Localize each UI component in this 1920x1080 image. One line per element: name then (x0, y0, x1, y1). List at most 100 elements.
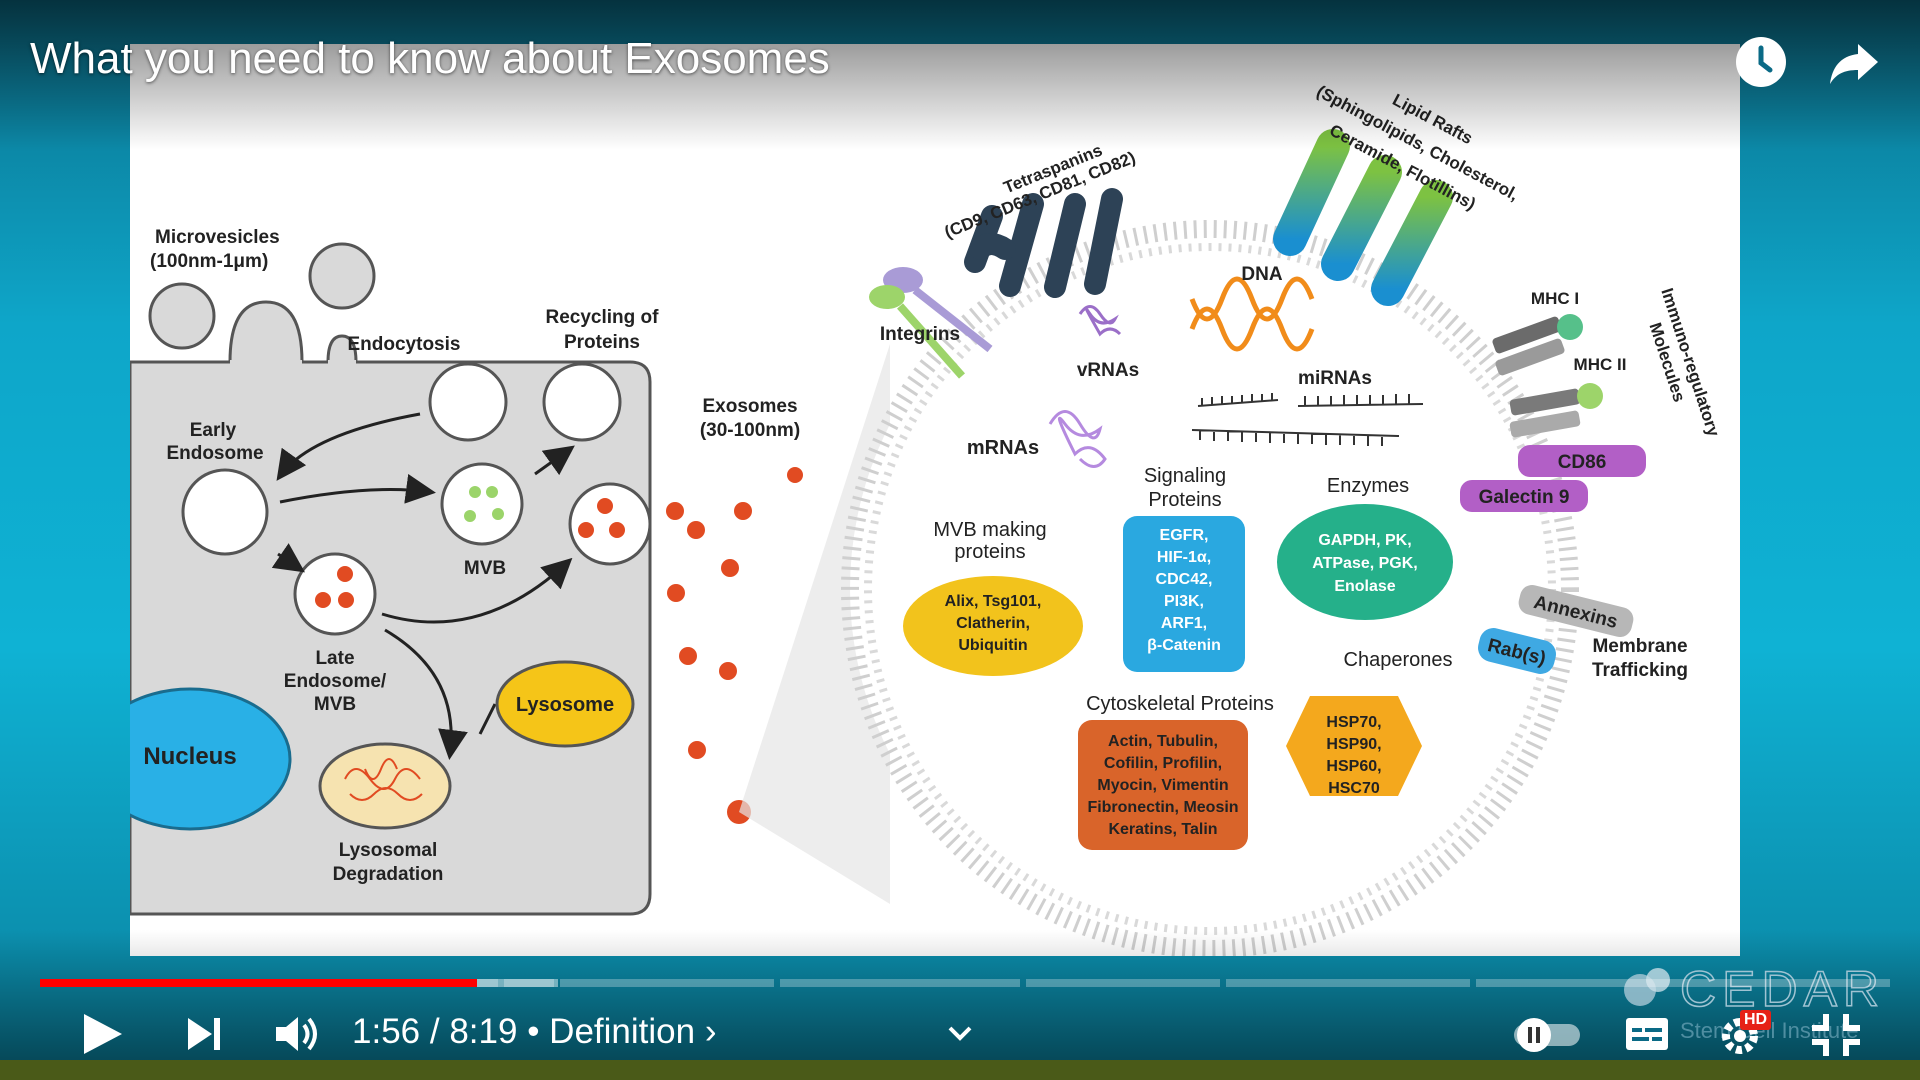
label-microvesicles: Microvesicles (155, 227, 280, 248)
endocytosis-vesicle (428, 362, 508, 442)
label-membrane-2: Trafficking (1592, 660, 1688, 681)
label-mhc1: MHC I (1531, 289, 1579, 308)
label-mvb-making-2: proteins (954, 541, 1025, 563)
settings-button[interactable]: HD (1716, 1006, 1772, 1062)
releasing-mvb (568, 482, 652, 566)
autoplay-toggle[interactable] (1510, 1006, 1586, 1062)
chevron-down-icon (948, 1026, 972, 1041)
lysosomal-degradation (318, 742, 452, 830)
cytoskeletal-item: Cofilin, Profilin, (1104, 755, 1222, 772)
label-exosomes: Exosomes (702, 396, 797, 417)
chapters-toggle-button[interactable] (944, 1006, 976, 1062)
play-icon (84, 1014, 122, 1054)
chapter-segment[interactable] (560, 979, 774, 987)
label-exosomes-size: (30-100nm) (700, 420, 800, 441)
budding-vesicle (228, 300, 304, 363)
exit-fullscreen-icon (1812, 1014, 1860, 1056)
label-chaperones: Chaperones (1344, 649, 1453, 671)
volume-button[interactable] (272, 1006, 324, 1062)
exit-fullscreen-button[interactable] (1810, 1006, 1862, 1062)
label-mirnas: miRNAs (1298, 368, 1372, 389)
exosome-diagram: Microvesicles (100nm-1μm) Endocytosis Re… (130, 82, 1723, 956)
chaperone-item: HSP70, (1326, 714, 1381, 731)
cytoskeletal-box (1078, 720, 1248, 850)
skip-next-icon (188, 1018, 220, 1050)
label-dna: DNA (1241, 264, 1282, 285)
total-time: 8:19 (449, 1012, 518, 1051)
label-mrnas: mRNAs (967, 437, 1039, 459)
rab-pill (1478, 628, 1556, 674)
label-enzymes: Enzymes (1327, 475, 1409, 497)
share-arrow-icon (1830, 44, 1878, 84)
mvb-vesicle (440, 462, 524, 546)
mvb-item: Ubiquitin (958, 637, 1027, 654)
chapter-segment[interactable] (780, 979, 1020, 987)
lysosome (495, 660, 635, 748)
cytoskeletal-item: Myocin, Vimentin (1097, 777, 1228, 794)
label-nucleus: Nucleus (143, 743, 236, 770)
time-display: 1:56 / 8:19 • Definition › (352, 1012, 716, 1052)
enzyme-item: Enolase (1334, 578, 1395, 595)
label-mhc2: MHC II (1574, 355, 1627, 374)
label-galectin: Galectin 9 (1479, 487, 1570, 508)
galectin-pill (1460, 480, 1588, 512)
clock-icon (1736, 37, 1786, 87)
play-button[interactable] (78, 1006, 128, 1062)
mvb-item: Alix, Tsg101, (945, 593, 1042, 610)
next-button[interactable] (180, 1006, 230, 1062)
label-early-endosome-1: Early (190, 420, 237, 441)
mrna-shape (1048, 410, 1107, 468)
microvesicle (308, 242, 376, 310)
share-button[interactable] (1826, 34, 1882, 90)
cytoskeletal-item: Actin, Tubulin, (1108, 733, 1218, 750)
progress-bar[interactable] (40, 979, 1890, 987)
video-frame[interactable]: Microvesicles (100nm-1μm) Endocytosis Re… (130, 44, 1740, 956)
chapter-segment[interactable] (1026, 979, 1220, 987)
chapter-arrow: › (704, 1012, 717, 1051)
chapter-segment[interactable] (504, 979, 554, 987)
mirna-shape (1191, 393, 1424, 446)
signaling-item: EGFR, (1160, 527, 1209, 544)
vrna-shape (1078, 305, 1122, 337)
label-late-endosome-2: Endosome/ (284, 671, 387, 692)
microvesicle (148, 282, 216, 350)
label-cytoskeletal: Cytoskeletal Proteins (1086, 693, 1274, 715)
label-signaling-1: Signaling (1144, 465, 1226, 487)
cd86-pill (1518, 445, 1646, 477)
chaperone-item: HSC70 (1328, 780, 1380, 797)
signaling-item: HIF-1α, (1157, 549, 1211, 566)
chapter-segment[interactable] (1226, 979, 1470, 987)
mvb-item: Clatherin, (956, 615, 1030, 632)
captions-button[interactable] (1622, 1006, 1672, 1062)
autoplay-toggle-icon (1514, 1018, 1580, 1052)
signaling-item: ARF1, (1161, 615, 1207, 632)
chapter-segment[interactable] (1476, 979, 1890, 987)
label-cd86: CD86 (1558, 452, 1607, 473)
label-lysosomal-2: Degradation (333, 864, 444, 885)
chapter-title: Definition (549, 1012, 696, 1051)
chapter-title-button[interactable]: Definition › (549, 1012, 716, 1051)
video-title[interactable]: What you need to know about Exosomes (30, 34, 830, 83)
label-early-endosome-2: Endosome (166, 443, 263, 464)
cytoskeletal-item: Fibronectin, Meosin (1087, 799, 1238, 816)
watch-later-button[interactable] (1733, 34, 1789, 90)
signaling-item: β-Catenin (1147, 637, 1221, 654)
early-endosome (181, 468, 269, 556)
volume-icon (276, 1017, 317, 1051)
label-mvb: MVB (464, 558, 506, 579)
label-mvb-making-1: MVB making (933, 519, 1046, 541)
time-separator: / (429, 1012, 440, 1051)
quality-badge: HD (1740, 1010, 1772, 1030)
mvb-proteins-oval (903, 576, 1083, 676)
label-recycling-1: Recycling of (546, 307, 660, 328)
lipid-raft-shape (1273, 129, 1453, 306)
label-signaling-2: Proteins (1148, 489, 1221, 511)
label-membrane-1: Membrane (1592, 636, 1687, 657)
captions-icon (1626, 1018, 1668, 1050)
zoom-cone (739, 344, 890, 904)
chaperone-item: HSP90, (1326, 736, 1381, 753)
signaling-item: PI3K, (1164, 593, 1204, 610)
watermark-name: CEDAR (1680, 961, 1885, 1017)
chaperone-item: HSP60, (1326, 758, 1381, 775)
label-vrnas: vRNAs (1077, 360, 1139, 381)
